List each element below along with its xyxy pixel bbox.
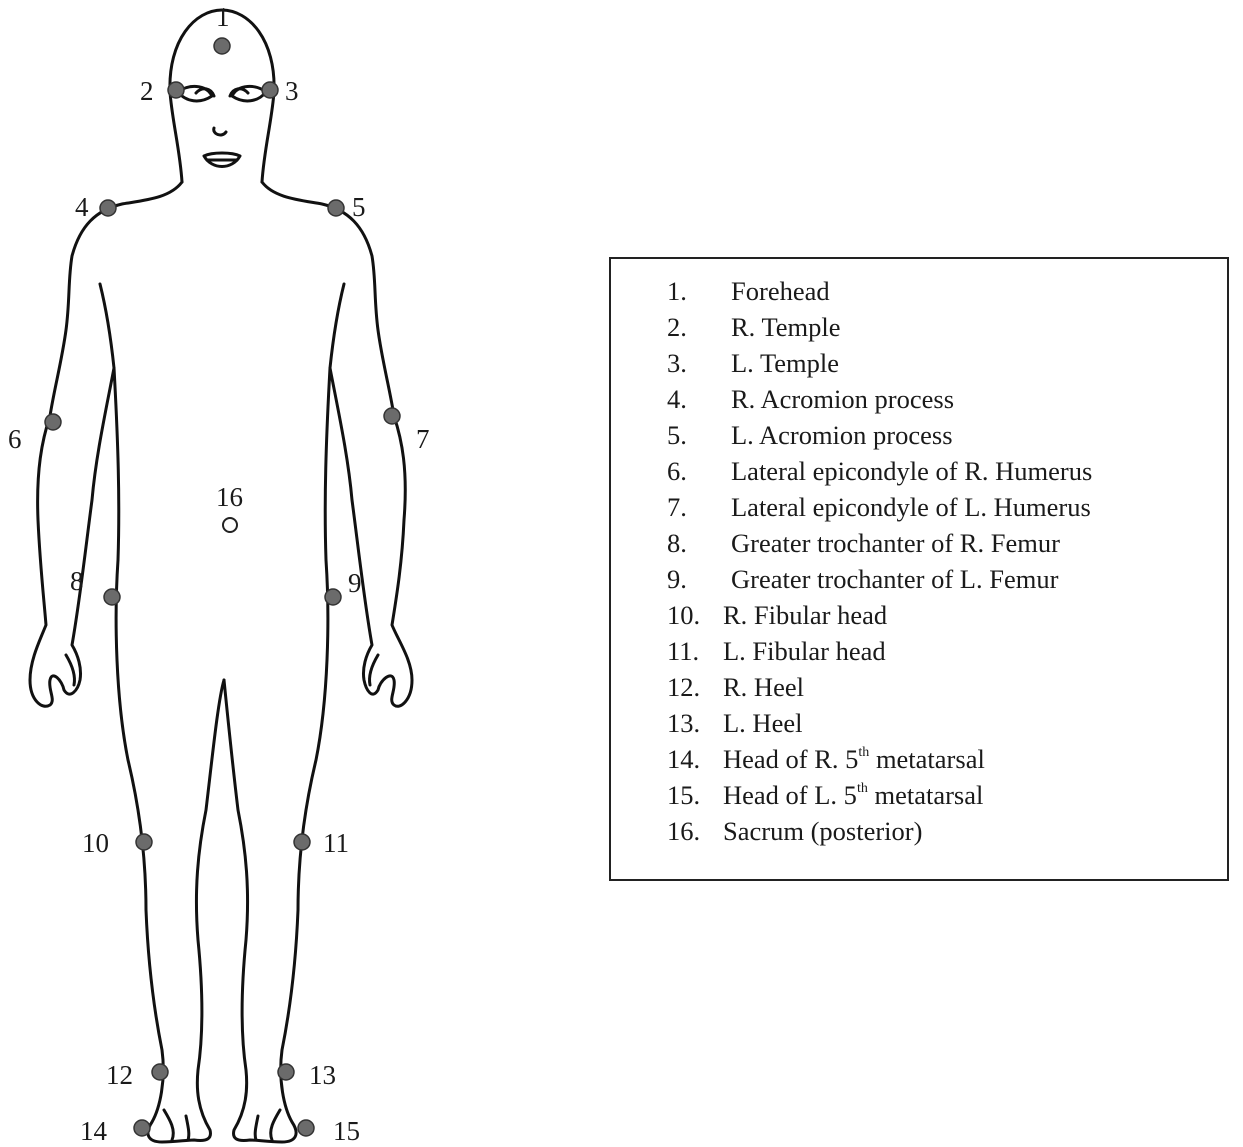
legend-text-part: Head of L. 5 (723, 780, 857, 810)
legend-item: 3.L. Temple (667, 345, 1092, 381)
legend-text: R. Heel (723, 672, 804, 702)
legend-text-part: Head of R. 5 (723, 744, 858, 774)
marker-dot-8 (104, 589, 120, 605)
legend-text: L. Heel (723, 708, 802, 738)
marker-dot-15 (298, 1120, 314, 1136)
legend-number: 1. (667, 273, 731, 309)
marker-dot-1 (214, 38, 230, 54)
legend-item: 7.Lateral epicondyle of L. Humerus (667, 489, 1092, 525)
legend-text: Forehead (731, 276, 830, 306)
legend-item: 10.R. Fibular head (667, 597, 1092, 633)
legend-item: 8.Greater trochanter of R. Femur (667, 525, 1092, 561)
marker-dot-16 (223, 518, 237, 532)
marker-label-15: 15 (333, 1116, 360, 1146)
marker-dot-12 (152, 1064, 168, 1080)
legend-text: Head of R. 5th metatarsal (723, 744, 985, 774)
marker-dot-3 (262, 82, 278, 98)
legend-number: 13. (667, 705, 723, 741)
marker-label-1: 1 (216, 2, 230, 32)
legend-item: 2.R. Temple (667, 309, 1092, 345)
marker-label-7: 7 (416, 424, 430, 454)
legend-number: 16. (667, 813, 723, 849)
marker-label-9: 9 (348, 568, 362, 598)
legend-item: 6.Lateral epicondyle of R. Humerus (667, 453, 1092, 489)
legend-text: R. Acromion process (731, 384, 954, 414)
marker-dot-4 (100, 200, 116, 216)
legend-text: Sacrum (posterior) (723, 816, 922, 846)
marker-dot-7 (384, 408, 400, 424)
legend-number: 4. (667, 381, 731, 417)
legend-text: L. Acromion process (731, 420, 953, 450)
marker-dot-5 (328, 200, 344, 216)
marker-label-11: 11 (323, 828, 349, 858)
legend-item: 14.Head of R. 5th metatarsal (667, 741, 1092, 777)
legend-text: Greater trochanter of L. Femur (731, 564, 1058, 594)
marker-dot-10 (136, 834, 152, 850)
legend-number: 12. (667, 669, 723, 705)
marker-labels: 1 2 3 4 5 6 7 8 9 10 11 12 13 14 15 16 (8, 2, 430, 1146)
marker-dot-6 (45, 414, 61, 430)
legend-number: 7. (667, 489, 731, 525)
legend-item: 15.Head of L. 5th metatarsal (667, 777, 1092, 813)
legend-superscript: th (857, 781, 868, 796)
legend-item: 13.L. Heel (667, 705, 1092, 741)
legend-text: R. Temple (731, 312, 841, 342)
marker-dot-14 (134, 1120, 150, 1136)
legend-superscript: th (858, 745, 869, 760)
marker-label-3: 3 (285, 76, 299, 106)
legend-item: 5.L. Acromion process (667, 417, 1092, 453)
legend-item: 16.Sacrum (posterior) (667, 813, 1092, 849)
legend-text: Lateral epicondyle of R. Humerus (731, 456, 1092, 486)
legend-number: 11. (667, 633, 723, 669)
marker-dot-9 (325, 589, 341, 605)
marker-dot-2 (168, 82, 184, 98)
legend-text: Lateral epicondyle of L. Humerus (731, 492, 1091, 522)
legend-item: 11.L. Fibular head (667, 633, 1092, 669)
marker-label-2: 2 (140, 76, 154, 106)
legend-number: 6. (667, 453, 731, 489)
legend-number: 8. (667, 525, 731, 561)
legend-number: 2. (667, 309, 731, 345)
marker-label-4: 4 (75, 192, 89, 222)
legend-item: 9.Greater trochanter of L. Femur (667, 561, 1092, 597)
legend-text: L. Fibular head (723, 636, 886, 666)
marker-dot-13 (278, 1064, 294, 1080)
legend-list: 1.Forehead 2.R. Temple 3.L. Temple 4.R. … (667, 273, 1092, 849)
legend-number: 9. (667, 561, 731, 597)
marker-label-8: 8 (70, 566, 84, 596)
legend-number: 10. (667, 597, 723, 633)
marker-label-12: 12 (106, 1060, 133, 1090)
legend-item: 12.R. Heel (667, 669, 1092, 705)
legend-number: 14. (667, 741, 723, 777)
marker-points (45, 38, 400, 1136)
legend-item: 4.R. Acromion process (667, 381, 1092, 417)
marker-label-6: 6 (8, 424, 22, 454)
marker-label-13: 13 (309, 1060, 336, 1090)
marker-label-16: 16 (216, 482, 243, 512)
marker-label-10: 10 (82, 828, 109, 858)
legend-item: 1.Forehead (667, 273, 1092, 309)
legend-number: 3. (667, 345, 731, 381)
marker-legend: 1.Forehead 2.R. Temple 3.L. Temple 4.R. … (609, 257, 1229, 881)
legend-text-part: metatarsal (869, 744, 985, 774)
legend-number: 15. (667, 777, 723, 813)
legend-text-part: metatarsal (868, 780, 984, 810)
marker-label-14: 14 (80, 1116, 108, 1146)
legend-text: Head of L. 5th metatarsal (723, 780, 983, 810)
legend-number: 5. (667, 417, 731, 453)
legend-text: L. Temple (731, 348, 839, 378)
legend-text: Greater trochanter of R. Femur (731, 528, 1060, 558)
legend-text: R. Fibular head (723, 600, 887, 630)
marker-label-5: 5 (352, 192, 366, 222)
marker-dot-11 (294, 834, 310, 850)
